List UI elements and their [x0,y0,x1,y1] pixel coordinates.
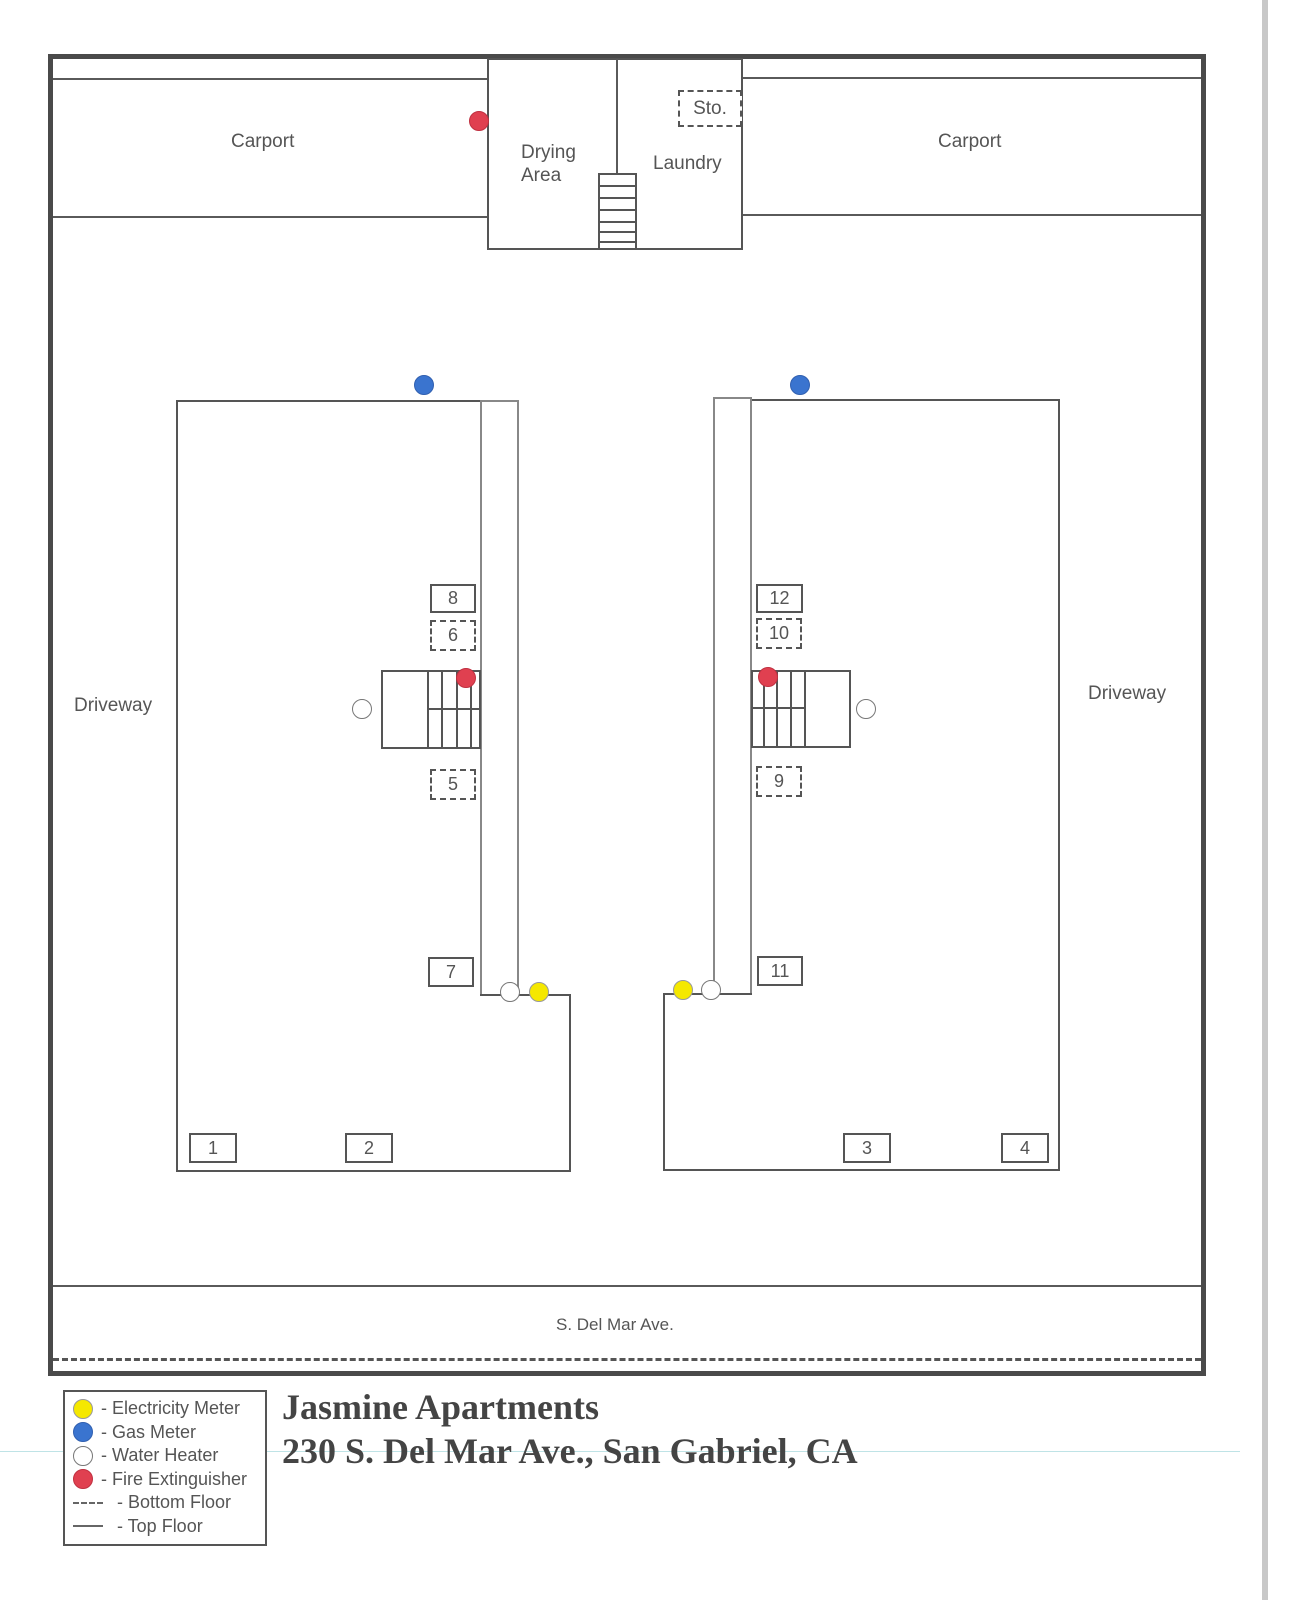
fire-extinguisher-icon [469,111,489,131]
carport-left-label: Carport [231,131,295,152]
water-heater-icon [500,982,520,1002]
unit-7: 7 [428,957,474,987]
electricity-meter-icon [673,980,693,1000]
left-building-corridor [480,400,519,997]
water-heater-icon [856,699,876,719]
right-stairs [751,670,806,748]
drying-area-label-1: Drying [521,142,576,163]
unit-10: 10 [756,618,802,649]
left-stairs [427,670,481,749]
property-name: Jasmine Apartments [282,1387,599,1427]
legend-item-water-heater: - Water Heater [65,1444,265,1468]
water-heater-icon [73,1445,93,1466]
legend-item-fire-extinguisher: - Fire Extinguisher [65,1468,265,1492]
unit-12: 12 [756,584,803,613]
electricity-meter-icon [529,982,549,1002]
carport-left-top-line [53,78,489,80]
unit-1: 1 [189,1133,237,1163]
fire-extinguisher-icon [456,668,476,688]
unit-9: 9 [756,766,802,797]
legend: - Electricity Meter - Gas Meter - Water … [63,1390,267,1546]
water-heater-icon [352,699,372,719]
storage-room: Sto. [678,90,742,127]
electricity-meter-icon [73,1398,93,1419]
unit-4: 4 [1001,1133,1049,1163]
water-heater-icon [701,980,721,1000]
fire-extinguisher-icon [758,667,778,687]
unit-6: 6 [430,620,476,651]
driveway-right-label: Driveway [1088,683,1167,704]
carport-right-label: Carport [938,131,1002,152]
legend-item-electricity: - Electricity Meter [65,1397,265,1421]
legend-item-gas: - Gas Meter [65,1421,265,1445]
storage-label: Sto. [693,97,727,119]
drying-area-label-2: Area [521,165,562,186]
map-title-block: Jasmine Apartments 230 S. Del Mar Ave., … [282,1385,858,1473]
carport-left-bottom-line [53,216,489,218]
dashed-line-icon [73,1501,103,1504]
right-building-corridor [713,397,752,995]
legend-item-bottom-floor: - Bottom Floor [65,1491,265,1515]
carport-right-bottom-line [742,214,1201,216]
unit-8: 8 [430,584,476,613]
street-centerline [53,1358,1201,1361]
unit-2: 2 [345,1133,393,1163]
legend-item-top-floor: - Top Floor [65,1515,265,1539]
solid-line-icon [73,1525,103,1528]
gas-meter-icon [790,375,810,395]
gas-meter-icon [73,1422,93,1443]
gas-meter-icon [414,375,434,395]
unit-3: 3 [843,1133,891,1163]
laundry-stairs [598,173,637,250]
carport-right-top-line [742,77,1201,79]
page-edge [1262,0,1268,1600]
property-address: 230 S. Del Mar Ave., San Gabriel, CA [282,1431,858,1471]
drying-laundry-divider [616,59,618,177]
laundry-label: Laundry [653,153,722,174]
fire-extinguisher-icon [73,1469,93,1490]
unit-5: 5 [430,769,476,800]
unit-11: 11 [757,956,803,986]
street-north-curb [53,1285,1201,1287]
property-boundary [48,54,1206,1376]
driveway-left-label: Driveway [74,695,153,716]
street-label: S. Del Mar Ave. [556,1315,674,1334]
scan-artifact-line [0,1451,1240,1452]
